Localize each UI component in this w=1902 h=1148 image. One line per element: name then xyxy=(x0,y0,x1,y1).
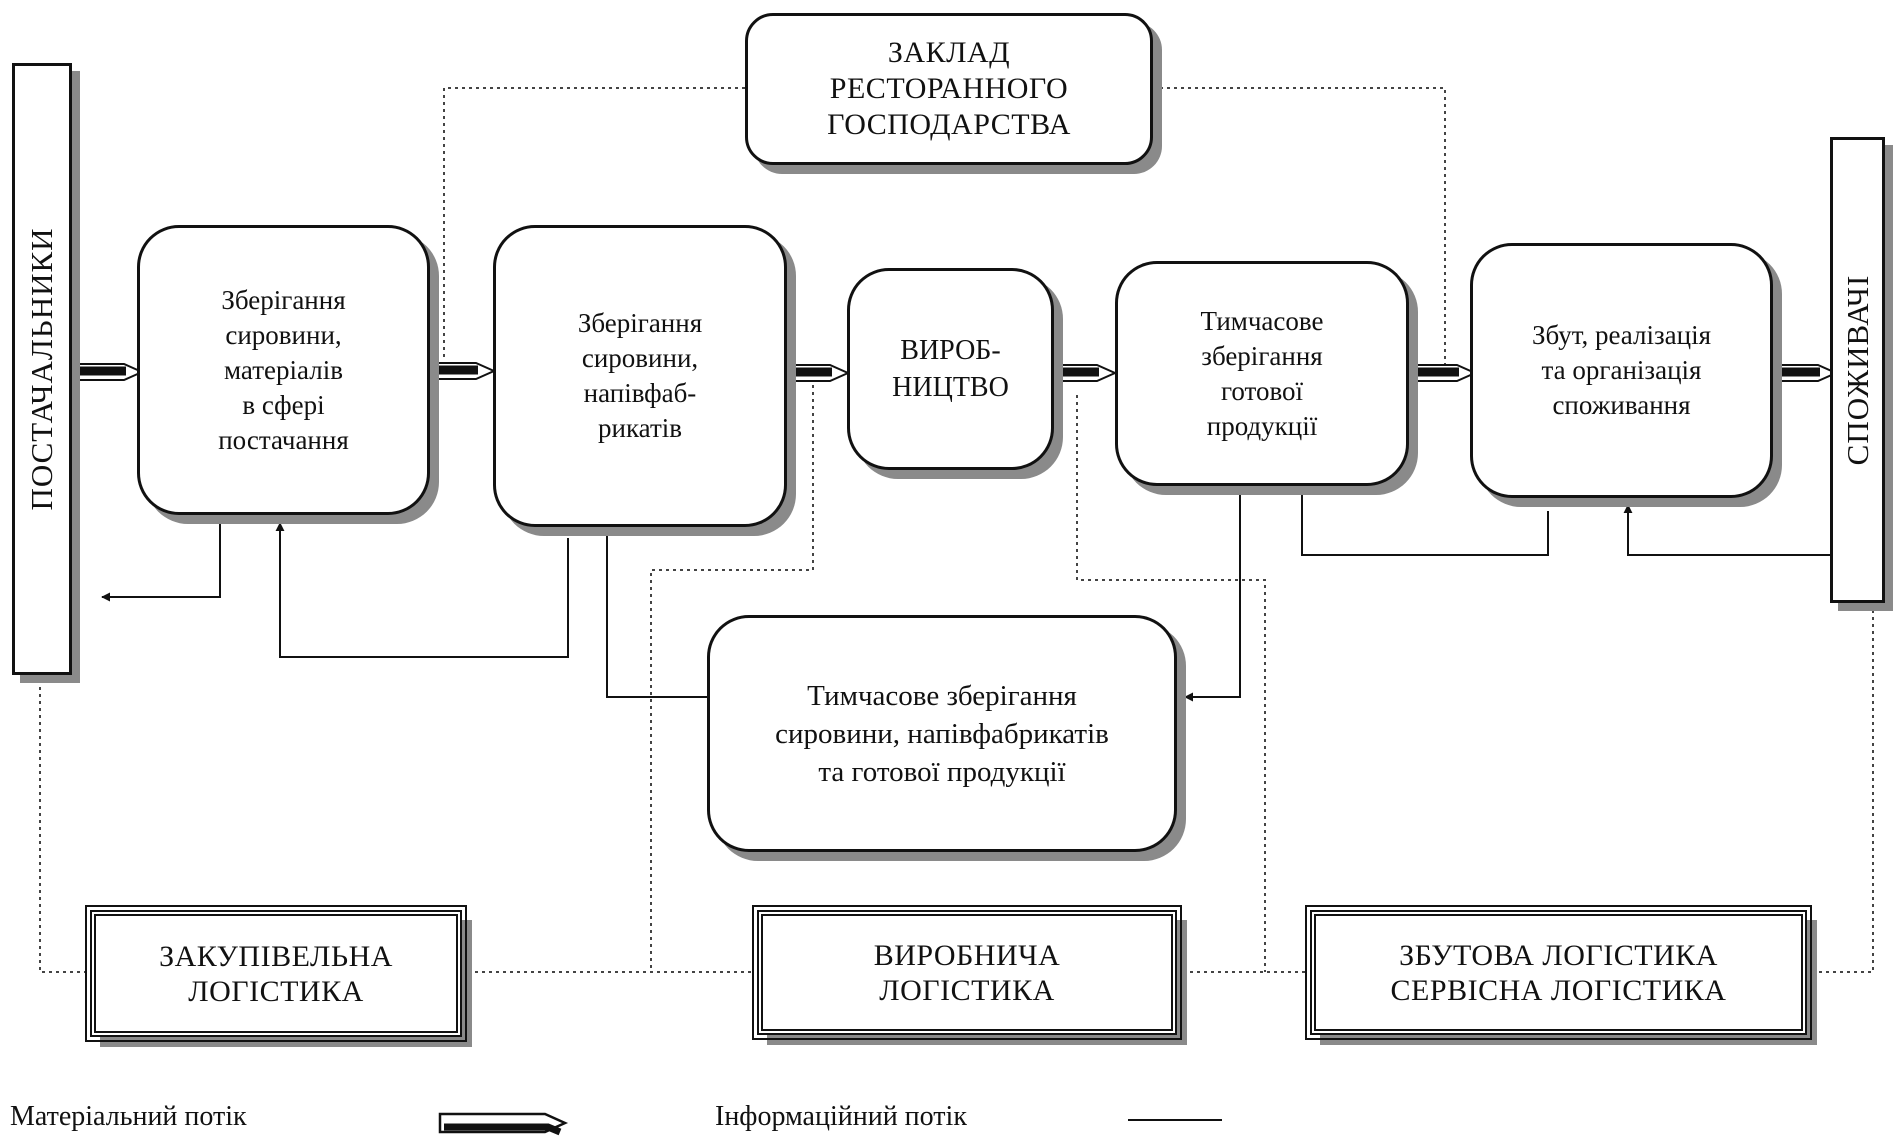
temp-finished-box: Тимчасове зберігання готової продукції xyxy=(1115,261,1409,486)
consumers-bar: СПОЖИВАЧІ xyxy=(1830,137,1885,603)
sales-logistics-frame: ЗБУТОВА ЛОГІСТИКА СЕРВІСНА ЛОГІСТИКА xyxy=(1305,905,1812,1040)
dotted-bottom-links xyxy=(39,385,1874,973)
consumers-label: СПОЖИВАЧІ xyxy=(1839,274,1875,466)
legend-material-arrow-icon xyxy=(438,1112,569,1136)
material-arrow-6 xyxy=(1773,364,1839,382)
material-arrow-2 xyxy=(430,362,497,380)
restaurant-box: ЗАКЛАД РЕСТОРАННОГО ГОСПОДАРСТВА xyxy=(745,13,1153,165)
information-arrows xyxy=(101,486,1830,702)
material-arrow-1 xyxy=(78,363,145,381)
dotted-restaurant-links xyxy=(443,87,1446,365)
storage-supply-box: Зберігання сировини, матеріалів в сфері … xyxy=(137,225,430,515)
material-arrow-5 xyxy=(1413,364,1478,382)
material-arrow-3 xyxy=(787,364,851,382)
legend-material-flow: Матеріальний потік xyxy=(10,1101,247,1132)
sales-box: Збут, реалізація та організація споживан… xyxy=(1470,243,1773,498)
production-box: ВИРОБ- НИЦТВО xyxy=(847,268,1054,470)
suppliers-label: ПОСТАЧАЛЬНИКИ xyxy=(24,227,59,511)
purchasing-logistics-frame: ЗАКУПІВЕЛЬНА ЛОГІСТИКА xyxy=(85,905,467,1042)
production-logistics-frame: ВИРОБНИЧА ЛОГІСТИКА xyxy=(752,905,1182,1040)
legend-information-flow: Інформаційний потік xyxy=(715,1101,967,1132)
material-arrow-4 xyxy=(1054,364,1118,382)
temp-all-box: Тимчасове зберігання сировини, напівфабр… xyxy=(707,615,1177,852)
suppliers-bar: ПОСТАЧАЛЬНИКИ xyxy=(12,63,72,675)
storage-semi-box: Зберігання сировини, напівфаб- рикатів xyxy=(493,225,787,527)
